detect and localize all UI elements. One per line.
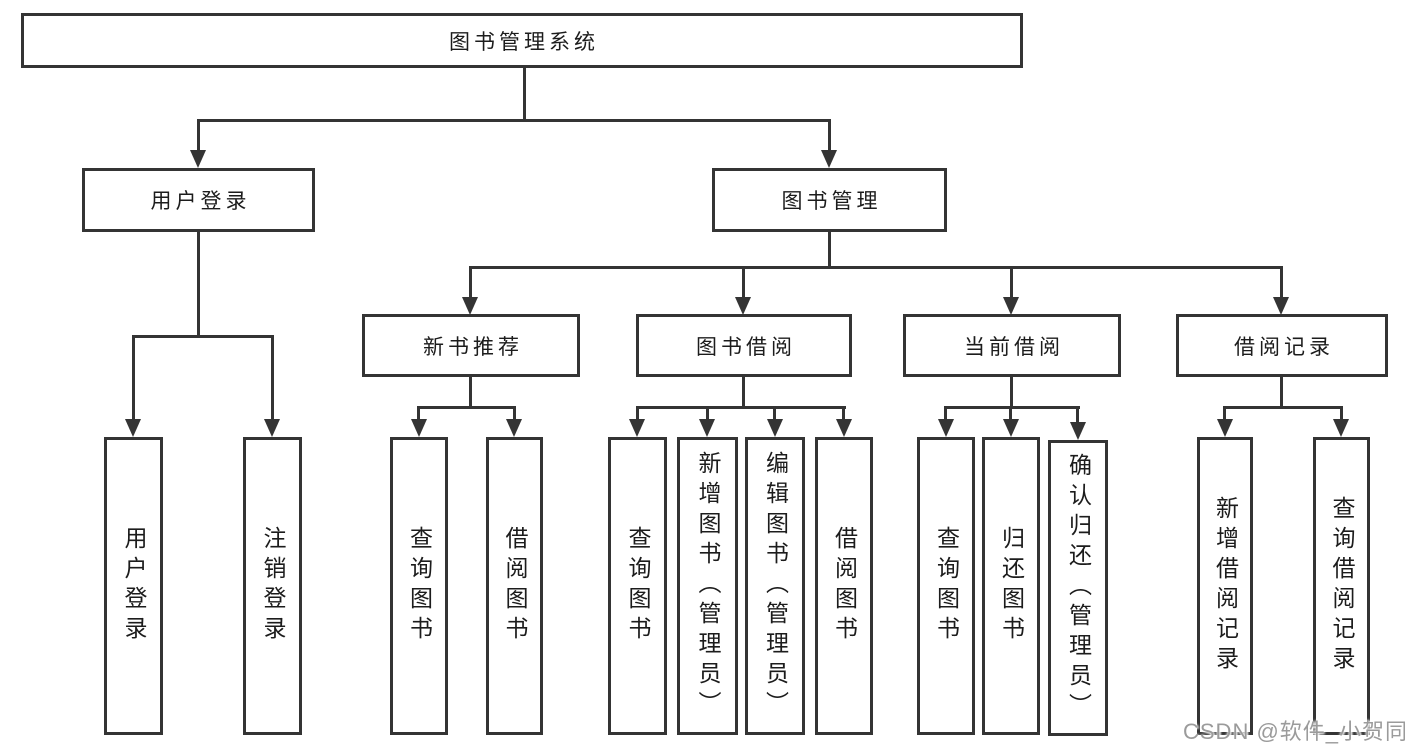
connector-current-drop	[1010, 375, 1013, 408]
csdn-watermark: CSDN @软件_小贺同学	[1183, 719, 1405, 744]
connector-stub	[469, 266, 472, 297]
connector-stub	[706, 406, 709, 419]
connector-stub	[271, 335, 274, 419]
connector-stub	[132, 335, 135, 419]
arrowhead-icon	[411, 419, 427, 437]
connector-stub	[773, 406, 776, 419]
arrowhead-icon	[821, 150, 837, 168]
connector-recommend-drop	[469, 375, 472, 408]
arrowhead-icon	[1273, 297, 1289, 315]
connector-borrow-rail	[636, 406, 846, 409]
connector-current-rail	[944, 406, 1080, 409]
arrowhead-icon	[938, 419, 954, 437]
connector-stub	[636, 406, 639, 419]
leaf-user-login: 用户登录	[104, 437, 163, 735]
connector-user-login-drop	[197, 231, 200, 337]
connector-stub	[1076, 406, 1079, 422]
connector-stub	[197, 119, 200, 151]
leaf-confirm-return-admin: 确认归还（管理员）	[1048, 440, 1108, 736]
leaf-query-borrow-record: 查询借阅记录	[1313, 437, 1370, 735]
node-book-management: 图书管理	[712, 168, 947, 232]
connector-stub	[828, 119, 831, 151]
arrowhead-icon	[735, 297, 751, 315]
connector-stub	[1223, 406, 1226, 419]
node-user-login: 用户登录	[82, 168, 315, 232]
arrowhead-icon	[125, 419, 141, 437]
leaf-add-borrow-record: 新增借阅记录	[1197, 437, 1253, 735]
connector-stub	[1280, 266, 1283, 297]
connector-level2-rail	[197, 119, 831, 122]
connector-stub	[1010, 266, 1013, 297]
connector-book-mgmt-drop	[828, 232, 831, 268]
arrowhead-icon	[506, 419, 522, 437]
arrowhead-icon	[767, 419, 783, 437]
arrowhead-icon	[462, 297, 478, 315]
leaf-query-books-current: 查询图书	[917, 437, 975, 735]
arrowhead-icon	[629, 419, 645, 437]
connector-stub	[513, 406, 516, 419]
leaf-edit-books-admin: 编辑图书（管理员）	[745, 437, 805, 735]
node-current-borrow: 当前借阅	[903, 314, 1121, 377]
arrowhead-icon	[699, 419, 715, 437]
leaf-borrow-books: 借阅图书	[815, 437, 873, 735]
connector-records-rail	[1223, 406, 1343, 409]
leaf-query-books-recommend: 查询图书	[390, 437, 448, 735]
connector-stub	[1009, 406, 1012, 419]
connector-level3-rail	[469, 266, 1283, 269]
connector-user-login-rail	[132, 335, 274, 338]
arrowhead-icon	[1003, 419, 1019, 437]
node-borrow-records: 借阅记录	[1176, 314, 1388, 377]
leaf-return-books: 归还图书	[982, 437, 1040, 735]
connector-stub	[842, 406, 845, 419]
leaf-query-books-borrow: 查询图书	[608, 437, 667, 735]
connector-stub	[742, 266, 745, 297]
arrowhead-icon	[1217, 419, 1233, 437]
leaf-borrow-books-recommend: 借阅图书	[486, 437, 543, 735]
connector-root-drop	[523, 68, 526, 121]
arrowhead-icon	[190, 150, 206, 168]
arrowhead-icon	[1070, 422, 1086, 440]
node-new-book-recommend: 新书推荐	[362, 314, 580, 377]
connector-stub	[417, 406, 420, 419]
connector-stub	[1340, 406, 1343, 419]
connector-borrow-drop	[742, 375, 745, 408]
connector-stub	[944, 406, 947, 419]
arrowhead-icon	[1333, 419, 1349, 437]
arrowhead-icon	[836, 419, 852, 437]
leaf-logout: 注销登录	[243, 437, 302, 735]
node-book-borrow: 图书借阅	[636, 314, 852, 377]
arrowhead-icon	[1003, 297, 1019, 315]
leaf-add-books-admin: 新增图书（管理员）	[677, 437, 738, 735]
arrowhead-icon	[264, 419, 280, 437]
connector-recommend-rail	[417, 406, 516, 409]
node-root: 图书管理系统	[21, 13, 1023, 68]
connector-records-drop	[1280, 375, 1283, 408]
